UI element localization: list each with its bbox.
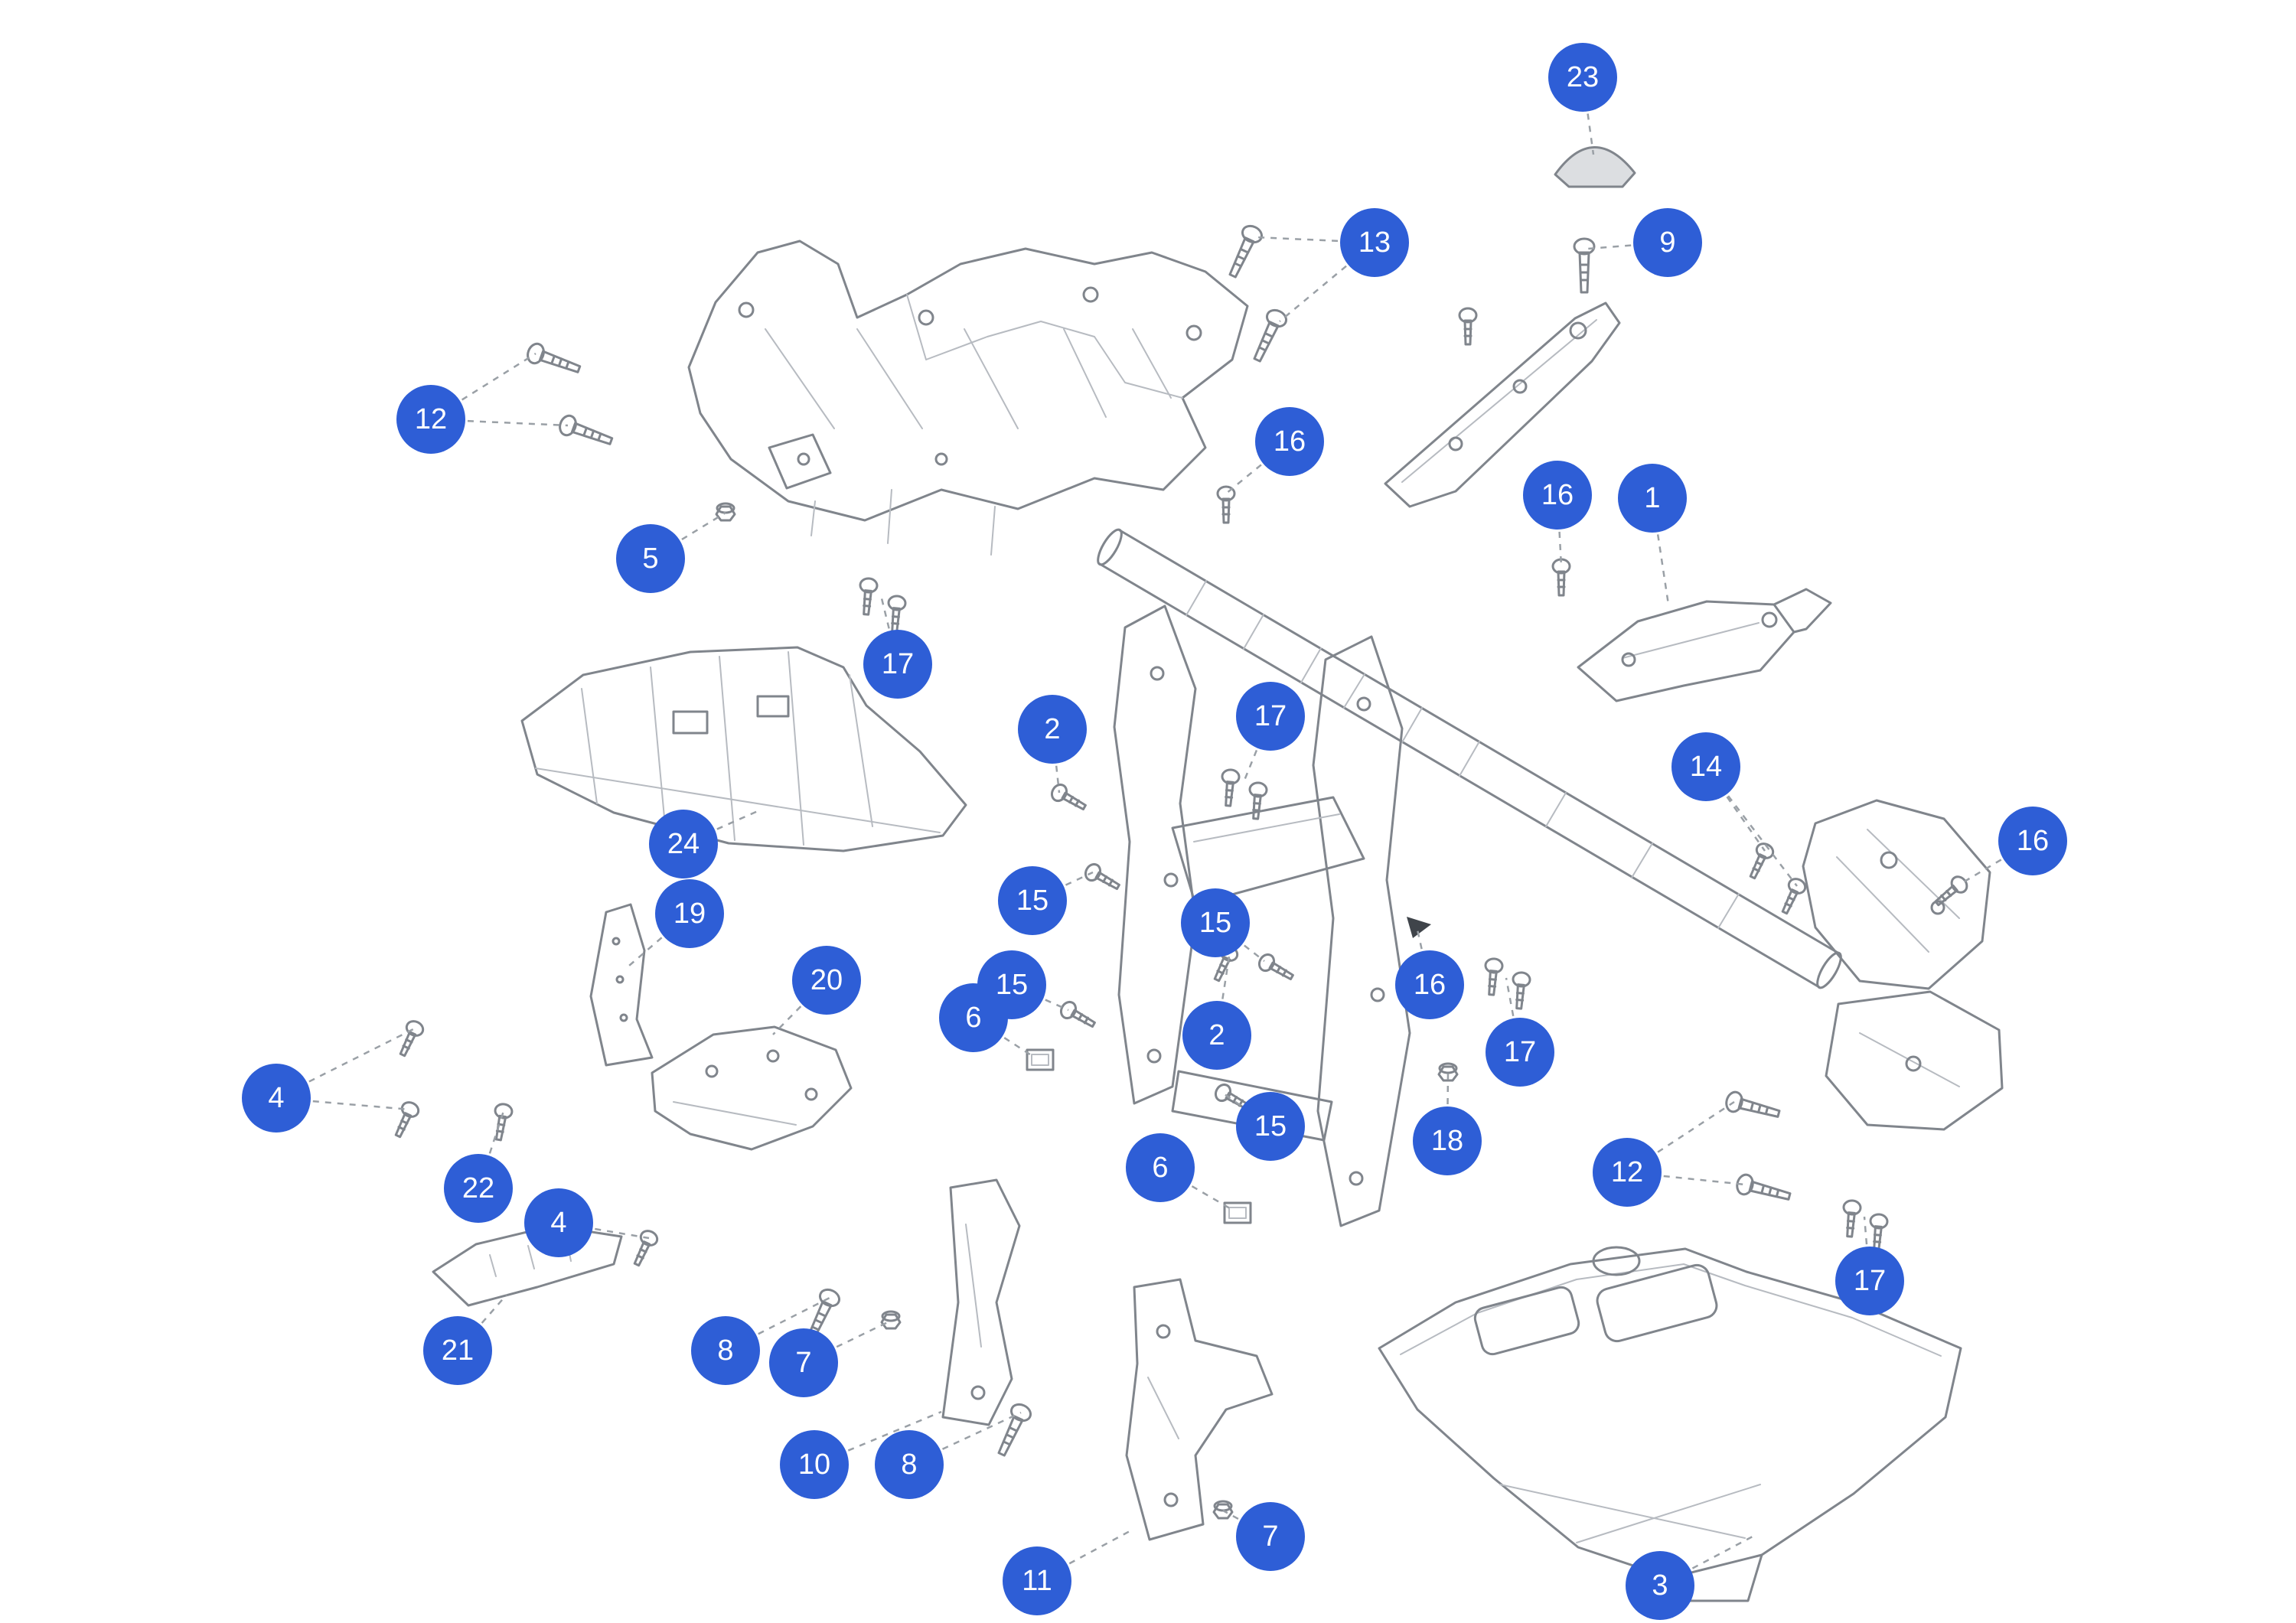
callout-13[interactable]: 13 xyxy=(1340,208,1409,277)
fasteners xyxy=(389,221,1971,1520)
callout-17[interactable]: 17 xyxy=(1236,682,1305,751)
leader-line xyxy=(1626,1100,1735,1174)
leader-line xyxy=(276,1097,411,1111)
callout-6[interactable]: 6 xyxy=(1126,1133,1195,1202)
callout-18[interactable]: 18 xyxy=(1413,1106,1482,1175)
callout-16[interactable]: 16 xyxy=(1998,807,2067,875)
callout-16[interactable]: 16 xyxy=(1395,950,1464,1019)
callout-15[interactable]: 15 xyxy=(998,866,1067,935)
part-floor-brace-10 xyxy=(941,1178,1021,1426)
callout-21[interactable]: 21 xyxy=(423,1316,492,1385)
callout-16[interactable]: 16 xyxy=(1523,461,1592,530)
callout-17[interactable]: 17 xyxy=(863,630,932,699)
callout-15[interactable]: 15 xyxy=(1181,888,1250,957)
callout-9[interactable]: 9 xyxy=(1633,208,1702,277)
part-right-side-brackets xyxy=(1802,799,2004,1131)
part-center-braces xyxy=(1113,605,1411,1227)
callout-1[interactable]: 1 xyxy=(1618,464,1687,533)
part-cross-car-beam xyxy=(1097,528,1842,989)
part-left-knee-panel xyxy=(520,646,967,852)
callout-14[interactable]: 14 xyxy=(1671,732,1740,801)
callout-17[interactable]: 17 xyxy=(1835,1247,1904,1315)
leader-line xyxy=(1215,922,1265,962)
leader-line xyxy=(430,352,536,421)
callout-7[interactable]: 7 xyxy=(769,1328,838,1397)
part-bracket-19 xyxy=(589,903,654,1067)
callout-24[interactable]: 24 xyxy=(649,810,718,878)
part-top-rail-bracket xyxy=(1384,301,1621,508)
part-right-end-bracket xyxy=(1577,588,1832,702)
callout-22[interactable]: 22 xyxy=(444,1154,513,1223)
callout-19[interactable]: 19 xyxy=(655,879,724,948)
leader-line xyxy=(1279,242,1375,322)
leader-line xyxy=(1051,728,1061,794)
leader-line xyxy=(1011,983,1069,1012)
leader-line xyxy=(908,1411,1022,1466)
part-cowl-crossmember xyxy=(687,240,1249,556)
leader-line xyxy=(814,1410,942,1466)
callout-15[interactable]: 15 xyxy=(1236,1092,1305,1161)
leader-line xyxy=(1863,1216,1871,1282)
callout-8[interactable]: 8 xyxy=(875,1430,944,1499)
callout-17[interactable]: 17 xyxy=(1486,1018,1554,1087)
leader-line xyxy=(1254,236,1375,244)
callout-16[interactable]: 16 xyxy=(1255,407,1324,476)
callout-7[interactable]: 7 xyxy=(1236,1502,1305,1571)
callout-11[interactable]: 11 xyxy=(1003,1546,1071,1615)
callout-23[interactable]: 23 xyxy=(1548,43,1617,112)
leader-line xyxy=(430,418,569,427)
callout-20[interactable]: 20 xyxy=(792,946,861,1015)
part-cap-23 xyxy=(1554,146,1636,188)
callout-4[interactable]: 4 xyxy=(242,1064,311,1133)
callout-8[interactable]: 8 xyxy=(691,1316,760,1385)
callout-4[interactable]: 4 xyxy=(524,1188,593,1257)
callout-10[interactable]: 10 xyxy=(780,1430,849,1499)
part-lower-right-panel xyxy=(1378,1246,1962,1602)
part-bracket-20 xyxy=(651,1025,853,1151)
part-floor-brace-11 xyxy=(1125,1278,1274,1541)
callout-12[interactable]: 12 xyxy=(1593,1138,1662,1207)
callout-2[interactable]: 2 xyxy=(1018,695,1087,764)
leader-line xyxy=(1626,1171,1746,1186)
callout-12[interactable]: 12 xyxy=(396,385,465,454)
callout-3[interactable]: 3 xyxy=(1626,1551,1694,1620)
callout-5[interactable]: 5 xyxy=(616,524,685,593)
callout-2[interactable]: 2 xyxy=(1182,1001,1251,1070)
callout-15[interactable]: 15 xyxy=(977,950,1046,1019)
